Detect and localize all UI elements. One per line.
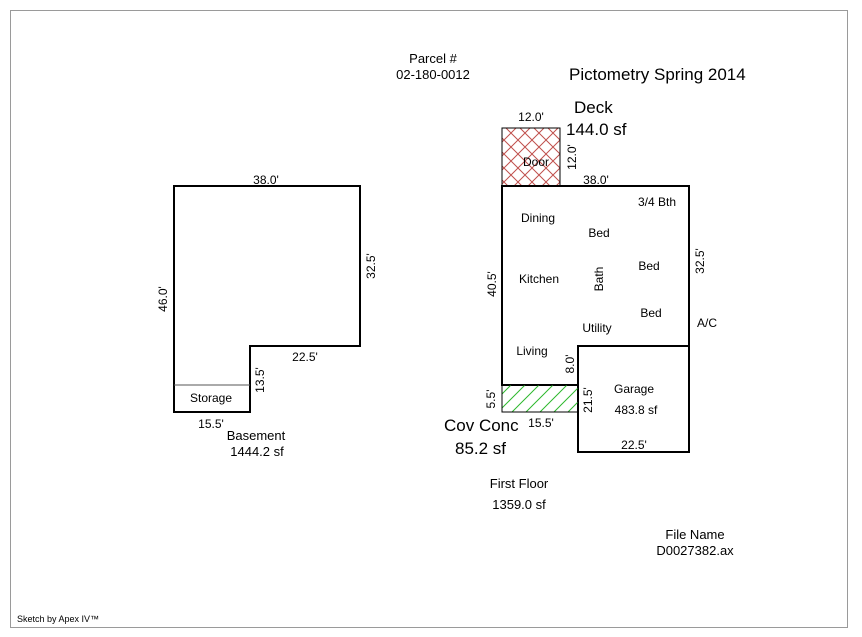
room-bath: Bath (592, 266, 606, 292)
basement-notch-dim: 13.5' (253, 367, 267, 393)
basement-top-dim: 38.0' (253, 173, 279, 187)
room-bed-3: Bed (640, 306, 662, 320)
sketch-frame (10, 10, 848, 628)
garage-left-dim: 21.5' (581, 387, 595, 413)
basement-bottom-dim: 15.5' (198, 417, 224, 431)
first-floor-name: First Floor (489, 476, 549, 491)
first-floor-area: 1359.0 sf (492, 497, 546, 512)
first-floor-top-dim: 38.0' (583, 173, 609, 187)
deck-name: Deck (574, 98, 613, 117)
cov-conc-name: Cov Conc (444, 416, 519, 435)
basement-name: Basement (226, 428, 286, 443)
basement-step-dim: 22.5' (292, 350, 318, 364)
cov-conc-area (501, 384, 579, 413)
basement-left-dim: 46.0' (156, 286, 170, 312)
garage-area: 483.8 sf (614, 403, 658, 417)
parcel-number: 02-180-0012 (396, 67, 470, 82)
file-name-value: D0027382.ax (656, 543, 734, 558)
room-dining: Dining (520, 211, 556, 225)
deck-area-label: 144.0 sf (566, 120, 627, 139)
file-name-label: File Name (665, 527, 725, 542)
ac-unit: A/C (697, 316, 718, 330)
basement-area: 1444.2 sf (230, 444, 284, 459)
basement-outline (173, 185, 361, 413)
basement-right-dim: 32.5' (364, 253, 378, 279)
garage-name: Garage (613, 382, 655, 396)
deck-area (501, 127, 561, 187)
room-three-quarter-bath: 3/4 Bth (638, 195, 677, 209)
first-floor-right-dim: 32.5' (693, 248, 707, 274)
footer-credit: Sketch by Apex IV™ (17, 614, 100, 624)
room-bed-2: Bed (638, 259, 660, 273)
room-living: Living (516, 344, 548, 358)
room-bed-1: Bed (588, 226, 610, 240)
parcel-label: Parcel # (409, 51, 457, 66)
deck-top-dim: 12.0' (518, 110, 544, 124)
room-kitchen: Kitchen (518, 272, 560, 286)
garage-bottom-dim: 22.5' (621, 438, 647, 452)
cov-conc-area-label: 85.2 sf (455, 439, 507, 458)
imagery-source: Pictometry Spring 2014 (569, 65, 746, 84)
cov-conc-bottom-dim: 15.5' (528, 416, 554, 430)
deck-side-dim: 12.0' (565, 144, 579, 170)
deck-door: Door (522, 155, 550, 169)
cov-conc-left-dim: 5.5' (484, 389, 498, 409)
room-utility: Utility (582, 321, 612, 335)
first-floor-left-dim: 40.5' (485, 271, 499, 297)
first-floor-notch-dim: 8.0' (563, 354, 577, 374)
storage-room: Storage (189, 391, 233, 405)
